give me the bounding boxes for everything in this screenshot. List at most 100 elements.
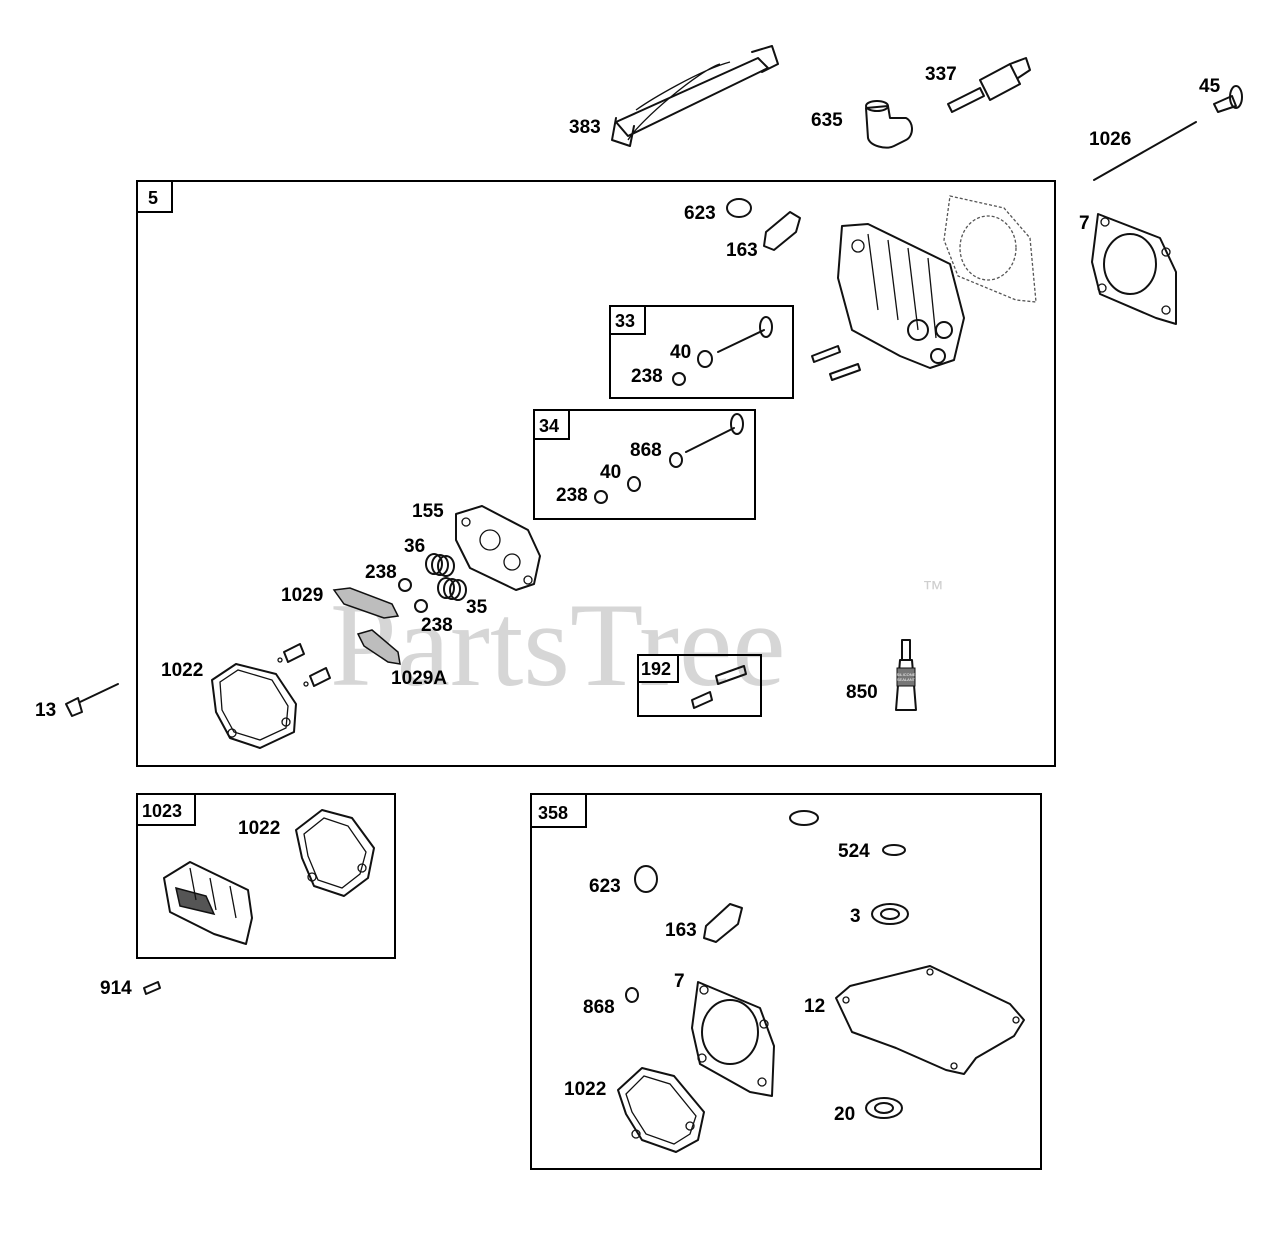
valve-tappet-part[interactable] [1213, 85, 1243, 113]
valve-cap-238-b[interactable] [594, 490, 608, 504]
assembly-box-5 [136, 180, 1056, 767]
gasket-outline-ghost [943, 195, 1037, 303]
part-label-35[interactable]: 35 [466, 597, 488, 618]
crankcase-gasket-12-part[interactable] [835, 965, 1025, 1075]
part-label-238-a[interactable]: 238 [631, 366, 663, 387]
part-label-238-c[interactable]: 238 [365, 562, 397, 583]
part-label-1022-c[interactable]: 1022 [564, 1079, 606, 1100]
part-label-20[interactable]: 20 [834, 1104, 855, 1125]
part-label-1022-a[interactable]: 1022 [161, 660, 203, 681]
part-label-36[interactable]: 36 [404, 536, 425, 557]
valve-seal-868-a[interactable] [669, 452, 683, 468]
assembly-tag-33 [609, 305, 646, 335]
head-gasket-7-b-part[interactable] [691, 981, 775, 1097]
assembly-box-192 [637, 654, 762, 717]
assembly-tag-1023 [136, 793, 196, 826]
oil-seal-20-part[interactable] [865, 1097, 903, 1119]
assembly-box-1023 [136, 793, 396, 959]
spark-plug-boot-part[interactable] [865, 100, 913, 149]
assembly-tag-5 [136, 180, 173, 213]
part-label-524[interactable]: 524 [838, 841, 870, 862]
spark-plug-wrench-part[interactable] [611, 45, 779, 147]
valve-cap-238-d[interactable] [414, 599, 428, 613]
intake-valve-part[interactable] [717, 316, 773, 353]
part-label-238-d[interactable]: 238 [421, 615, 453, 636]
rocker-cover-part[interactable] [163, 861, 253, 945]
valve-seal-868-b[interactable] [625, 987, 639, 1003]
assembly-number-192[interactable]: 192 [641, 659, 671, 679]
rocker-arm-1029a-part[interactable] [356, 629, 401, 665]
part-label-7-top[interactable]: 7 [1079, 213, 1090, 234]
part-label-1026[interactable]: 1026 [1089, 129, 1131, 150]
part-label-1029[interactable]: 1029 [281, 585, 323, 606]
assembly-number-5[interactable]: 5 [148, 188, 158, 208]
watermark-text: PartsTree [330, 578, 786, 711]
exhaust-valve-part[interactable] [685, 413, 744, 453]
push-rod-part[interactable] [1093, 121, 1197, 181]
assembly-tag-358 [530, 793, 587, 828]
sealant-text-1: SILICONE [897, 672, 916, 677]
o-ring-part[interactable] [789, 810, 819, 826]
bolt-13-part[interactable] [65, 683, 119, 717]
sealant-text-2: SEALANT [897, 677, 916, 682]
o-ring-623-part[interactable] [726, 198, 752, 218]
assembly-tag-34 [533, 409, 570, 440]
rocker-cover-gasket-1022-b[interactable] [295, 809, 375, 897]
intake-gasket-163-part[interactable] [763, 211, 801, 251]
assembly-box-34 [533, 409, 756, 520]
part-label-163-a[interactable]: 163 [726, 240, 758, 261]
part-label-635[interactable]: 635 [811, 110, 843, 131]
oil-seal-3-part[interactable] [871, 903, 909, 925]
assembly-box-33 [609, 305, 794, 399]
part-label-40-a[interactable]: 40 [670, 342, 691, 363]
assembly-tag-192 [637, 654, 679, 683]
assembly-number-34[interactable]: 34 [539, 416, 559, 436]
part-label-155[interactable]: 155 [412, 501, 444, 522]
rocker-cover-gasket-1022-c[interactable] [617, 1067, 705, 1153]
head-gasket-part[interactable] [1091, 213, 1177, 325]
part-label-623-b[interactable]: 623 [589, 876, 621, 897]
part-label-623-a[interactable]: 623 [684, 203, 716, 224]
valve-cap-238-a[interactable] [672, 372, 686, 386]
part-label-163-b[interactable]: 163 [665, 920, 697, 941]
rocker-arm-1029-part[interactable] [332, 587, 400, 619]
spark-plug-part[interactable] [947, 57, 1031, 113]
part-label-238-b[interactable]: 238 [556, 485, 588, 506]
part-label-868-b[interactable]: 868 [583, 997, 615, 1018]
intake-gasket-163-b-part[interactable] [703, 903, 743, 943]
breather-fitting-part[interactable] [691, 665, 747, 709]
part-label-7-b[interactable]: 7 [674, 971, 685, 992]
rocker-cover-gasket-1022-a[interactable] [211, 663, 297, 749]
part-label-914[interactable]: 914 [100, 978, 132, 999]
valve-spring-retainer-40-b[interactable] [627, 476, 641, 492]
part-label-13[interactable]: 13 [35, 700, 56, 721]
part-label-12[interactable]: 12 [804, 996, 825, 1017]
assembly-box-358 [530, 793, 1042, 1170]
silicone-sealant-850-part[interactable] [895, 639, 917, 711]
screw-914-part[interactable] [143, 981, 161, 995]
part-label-868-a[interactable]: 868 [630, 440, 662, 461]
part-label-850[interactable]: 850 [846, 682, 878, 703]
cylinder-head-part[interactable] [837, 223, 965, 369]
rocker-housing-155-part[interactable] [455, 505, 541, 591]
part-label-45[interactable]: 45 [1199, 76, 1221, 97]
assembly-number-33[interactable]: 33 [615, 311, 635, 331]
o-ring-623-b-part[interactable] [634, 865, 658, 893]
valve-spring-36-part[interactable] [425, 553, 455, 577]
valve-cap-238-c[interactable] [398, 578, 412, 592]
watermark-tm: ™ [922, 576, 944, 601]
part-label-383[interactable]: 383 [569, 117, 601, 138]
o-ring-524-part[interactable] [882, 844, 906, 856]
part-label-1029a[interactable]: 1029A [391, 668, 447, 689]
part-label-337[interactable]: 337 [925, 64, 957, 85]
head-bolt-part[interactable] [811, 345, 861, 381]
assembly-number-1023[interactable]: 1023 [142, 801, 182, 821]
part-label-40-b[interactable]: 40 [600, 462, 621, 483]
part-label-1022-b[interactable]: 1022 [238, 818, 280, 839]
valve-spring-35-part[interactable] [437, 577, 467, 601]
valve-spring-retainer-40-a[interactable] [697, 350, 713, 368]
part-label-3[interactable]: 3 [850, 906, 861, 927]
rocker-stud-part[interactable] [277, 643, 331, 687]
assembly-number-358[interactable]: 358 [538, 803, 568, 823]
